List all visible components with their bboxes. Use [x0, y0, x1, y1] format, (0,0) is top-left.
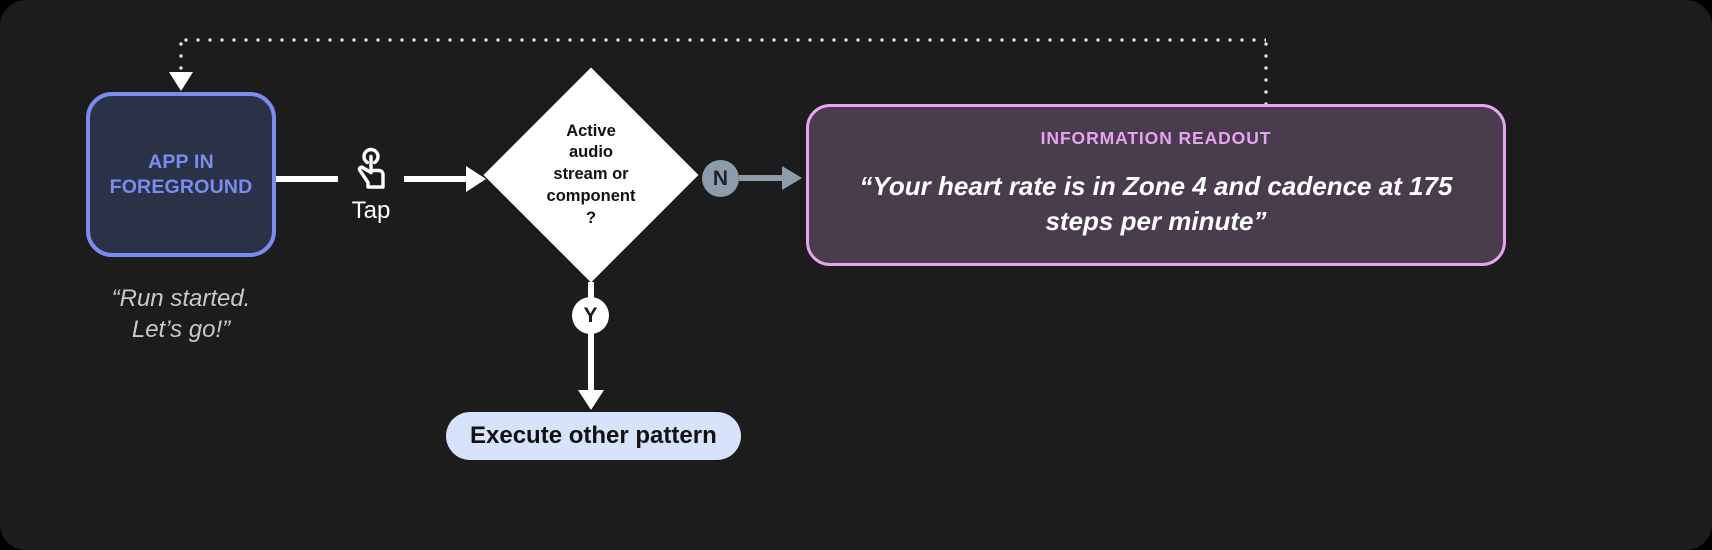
node-information-readout[interactable]: INFORMATION READOUT “Your heart rate is … [806, 104, 1506, 266]
feedback-loop-arrowhead-icon [169, 72, 193, 91]
connector-app-to-tap [276, 176, 338, 182]
tap-hand-icon [357, 147, 385, 189]
connector-yes-to-execute [588, 333, 594, 395]
readout-arrowhead-icon [782, 166, 802, 190]
readout-title: INFORMATION READOUT [1040, 128, 1272, 149]
execute-arrowhead-icon [578, 390, 604, 410]
connector-no-to-readout [739, 175, 787, 181]
decision-label: Active audio stream or component ? [546, 121, 636, 227]
app-node-caption: “Run started. Let’s go!” [111, 285, 251, 343]
connector-tap-to-decision [404, 176, 482, 182]
branch-badge-yes: Y [572, 297, 609, 334]
connector-decision-to-yes-badge [588, 282, 594, 298]
gesture-tap: Tap [338, 143, 404, 223]
readout-body-text: “Your heart rate is in Zone 4 and cadenc… [859, 171, 1453, 236]
decision-arrowhead-icon [466, 166, 486, 192]
branch-badge-no: N [702, 160, 739, 197]
app-node-label: APP IN FOREGROUND [109, 150, 253, 198]
node-app-in-foreground[interactable]: APP IN FOREGROUND [86, 92, 276, 257]
feedback-loop-right-segment [1264, 38, 1268, 106]
feedback-loop-left-segment [179, 38, 183, 76]
execute-node-label: Execute other pattern [470, 422, 717, 449]
node-execute-other-pattern[interactable]: Execute other pattern [446, 412, 741, 460]
node-decision-audio-stream[interactable]: Active audio stream or component ? [483, 67, 699, 283]
feedback-loop-top-segment [180, 38, 1266, 42]
gesture-tap-label: Tap [351, 197, 391, 224]
